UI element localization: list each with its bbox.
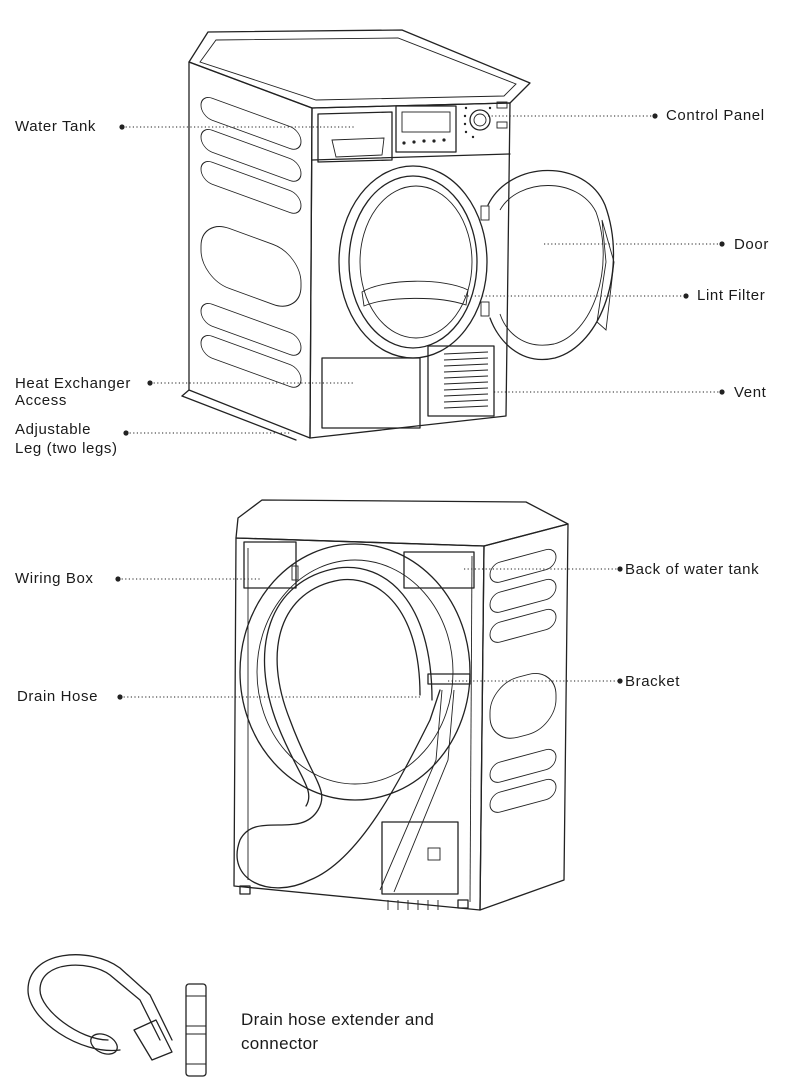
label-wiring-box: Wiring Box (15, 570, 94, 587)
label-heat-exchanger-line2: Access (15, 392, 67, 409)
back-leader-lines (115, 566, 623, 700)
connector-illustration (185, 983, 207, 1077)
caption-drain-hose-extender-line2: connector (241, 1034, 319, 1053)
caption-drain-hose-extender-line1: Drain hose extender and (241, 1010, 435, 1029)
label-drain-hose: Drain Hose (17, 688, 99, 705)
label-control-panel: Control Panel (666, 107, 765, 124)
drain-hose-extender-illustration (27, 954, 173, 1061)
label-adjustable-leg-line1: Adjustable (15, 421, 92, 438)
back-dryer-illustration (233, 499, 569, 911)
label-lint-filter: Lint Filter (697, 287, 766, 304)
front-dryer-illustration (181, 29, 615, 441)
label-back-of-water-tank: Back of water tank (625, 561, 760, 578)
label-heat-exchanger-line1: Heat Exchanger (15, 375, 131, 392)
label-adjustable-leg-line2: Leg (two legs) (15, 440, 118, 457)
label-door: Door (734, 236, 769, 253)
label-bracket: Bracket (625, 673, 681, 690)
label-vent: Vent (734, 384, 767, 401)
label-water-tank: Water Tank (15, 118, 97, 135)
front-leader-lines (119, 113, 725, 436)
